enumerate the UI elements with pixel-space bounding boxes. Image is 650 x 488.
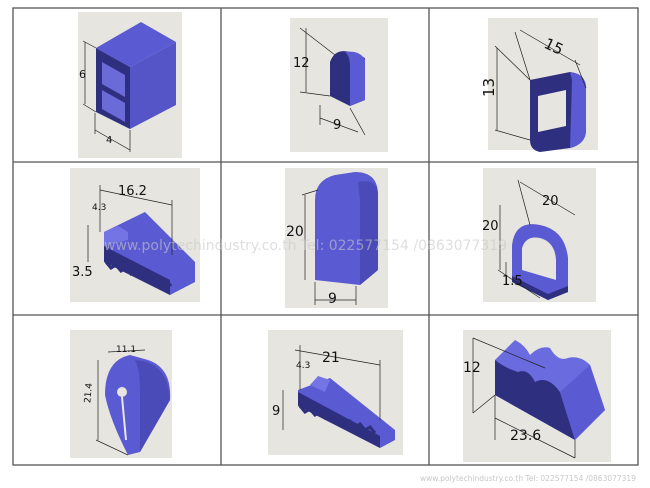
profile-teardrop: 11.1 21.4	[83, 345, 171, 456]
dim-height: 12	[463, 360, 481, 376]
dim-width: 4	[106, 135, 112, 146]
dim-height: 6	[79, 68, 86, 81]
dim-lip: 4.3	[296, 361, 310, 371]
watermark-center: www.polytechindustry.co.th Tel: 02257715…	[104, 238, 507, 254]
table-grid	[12, 7, 639, 466]
dim-lip: 4.3	[92, 203, 106, 213]
profile-toothed-strip: 16.2 4.3 3.5	[72, 184, 195, 295]
dim-width: 9	[333, 118, 341, 133]
dim-width: 20	[542, 194, 559, 209]
dim-height: 21.4	[83, 382, 95, 403]
dim-height: 13	[480, 78, 498, 97]
profile-wave: 12 23.6	[463, 337, 605, 459]
profile-long-toothed-strip: 4.3 21 9	[272, 345, 395, 448]
dim-height: 3.5	[72, 265, 93, 280]
dim-length: 21	[322, 350, 340, 366]
dim-height: 20	[286, 224, 304, 240]
profile-bullet: 20 9	[286, 172, 378, 307]
profile-rect-ring: 15 13	[480, 29, 587, 152]
dim-height: 12	[293, 56, 310, 71]
profile-hollow-box: 6 4	[79, 22, 176, 152]
dim-width: 11.1	[116, 345, 136, 355]
dim-length: 23.6	[510, 428, 541, 444]
watermark-footer: www.polytechindustry.co.th Tel: 02257715…	[420, 474, 636, 483]
dim-height: 20	[482, 219, 499, 234]
profile-d-bump: 12 9	[293, 27, 366, 136]
dim-thickness: 1.5	[502, 274, 523, 289]
profile-d-ring: 20 20 1.5	[482, 179, 576, 300]
dim-height: 9	[272, 404, 280, 419]
dim-length: 16.2	[118, 184, 147, 199]
dim-width: 9	[328, 291, 337, 307]
